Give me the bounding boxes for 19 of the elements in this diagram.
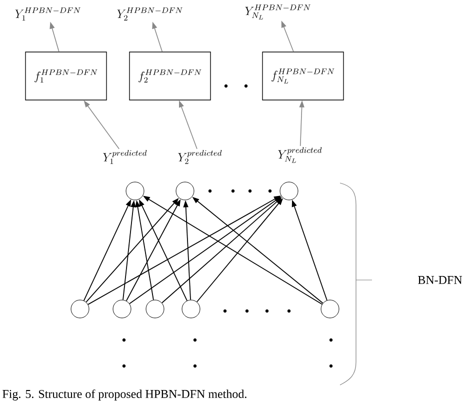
prediction-label: $Y_1^{predicted}$ xyxy=(103,150,147,164)
group-label: BN-DFN xyxy=(418,276,462,284)
network-node xyxy=(70,300,90,318)
network-node xyxy=(176,182,194,200)
function-box: $f_{N_L}^{HPBN-DFN}$ xyxy=(262,52,344,100)
network-node xyxy=(112,300,132,318)
prediction-label: $Y_{N_L}^{predicted}$ xyxy=(278,147,322,163)
output-label: $Y_1^{HPBN-DFN}$ xyxy=(15,7,80,21)
caption: Fig. 5. Structure of proposed HPBN-DFN method. xyxy=(2,389,246,400)
network-node xyxy=(320,300,340,318)
function-box: $f_2^{HPBN-DFN}$ xyxy=(129,52,211,100)
network-node xyxy=(146,300,164,318)
prediction-label: $Y_2^{predicted}$ xyxy=(178,150,222,164)
network-node xyxy=(126,182,144,200)
function-box: $f_1^{HPBN-DFN}$ xyxy=(25,52,107,100)
output-label: $Y_{N_L}^{HPBN-DFN}$ xyxy=(245,4,310,20)
network-node xyxy=(280,182,298,200)
output-label: $Y_2^{HPBN-DFN}$ xyxy=(117,7,182,21)
network-node xyxy=(182,300,200,318)
